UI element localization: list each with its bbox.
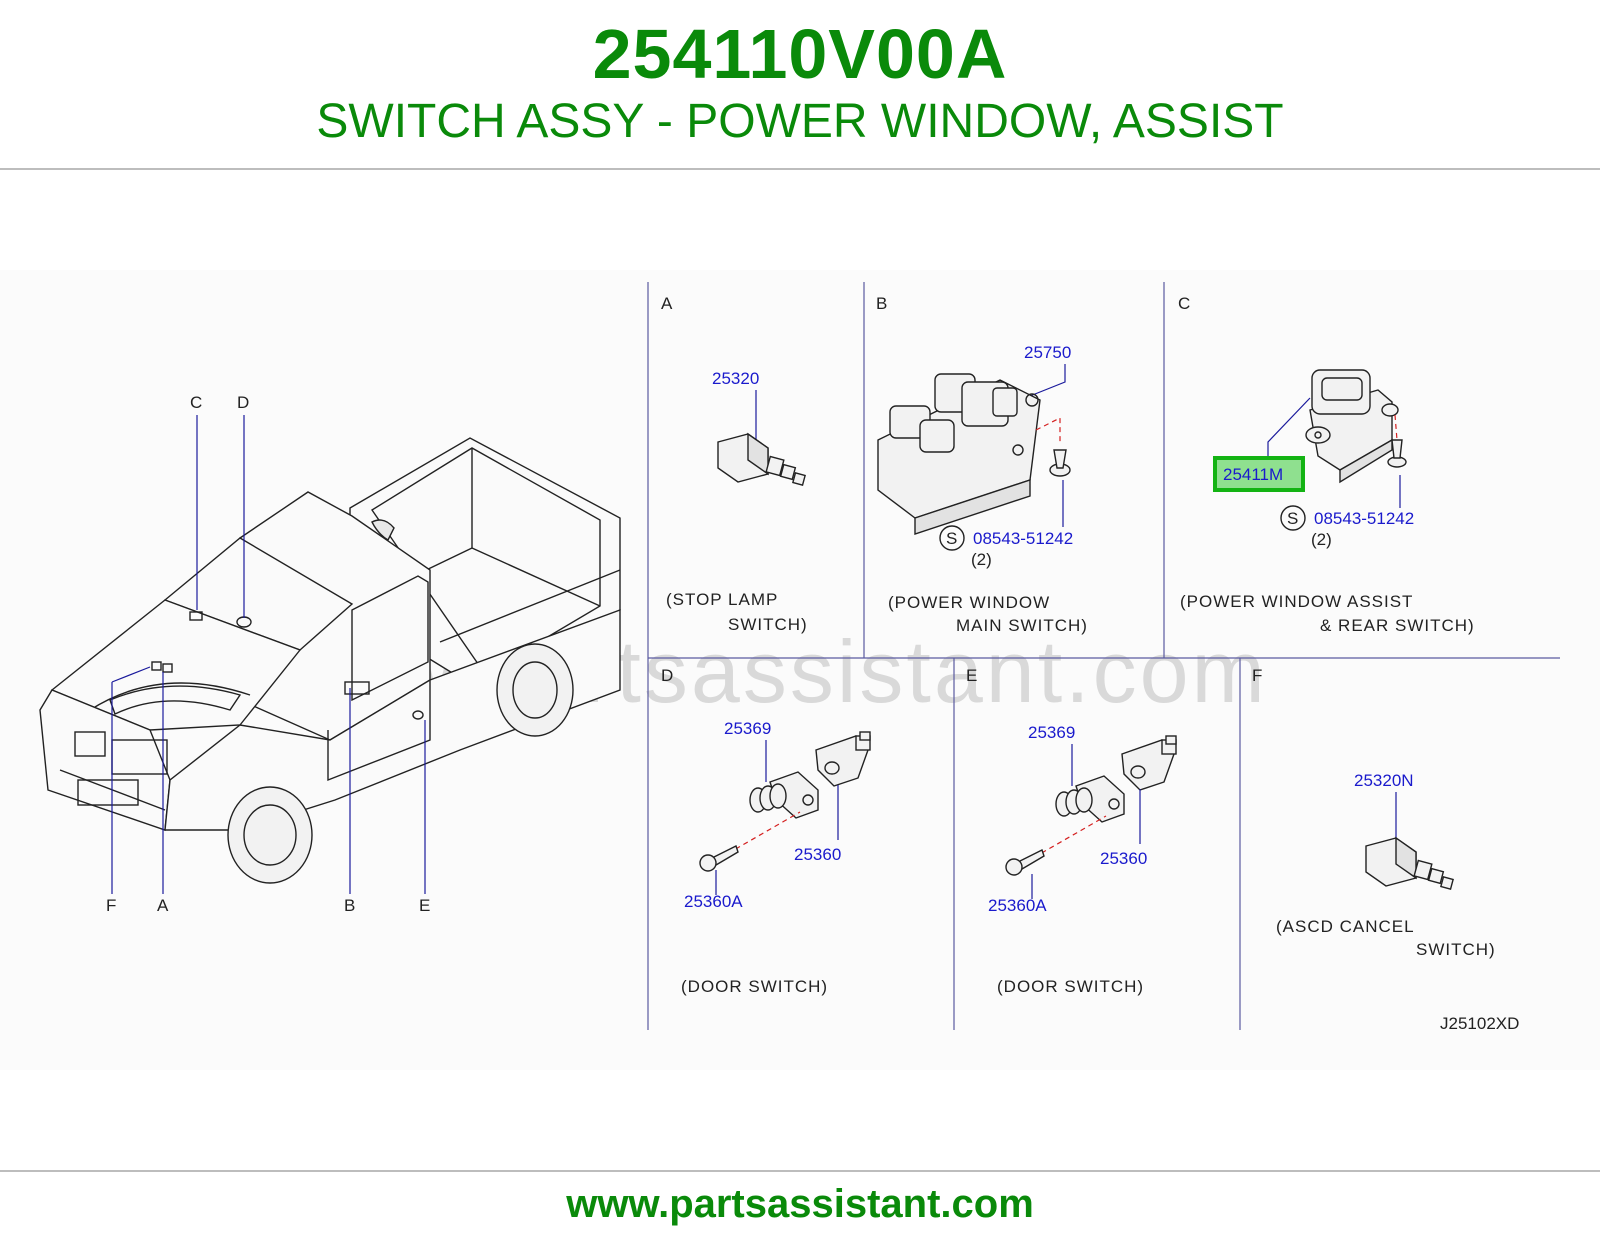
callout-c: C — [190, 393, 202, 412]
header-divider — [0, 168, 1600, 170]
diagram-canvas: www.partsassistant.com — [39, 282, 1560, 1033]
section-e-caption: (DOOR SWITCH) — [997, 977, 1144, 996]
screw-drawing-b — [1049, 449, 1071, 477]
part-number-08543-51242-b: 08543-51242 — [973, 529, 1073, 548]
section-a: A 25320 (STOP LAMP SWITCH) — [661, 294, 808, 634]
door-switch-drawing-d — [749, 731, 871, 819]
parts-diagram: www.partsassistant.com — [0, 270, 1600, 1070]
part-number-25360a-d: 25360A — [684, 892, 743, 911]
screw-drawing-c — [1387, 439, 1407, 468]
part-number-25750: 25750 — [1024, 343, 1071, 362]
section-a-caption-line1: (STOP LAMP — [666, 590, 778, 609]
quantity-c: (2) — [1311, 530, 1332, 549]
callout-e: E — [419, 896, 430, 915]
drawing-id: J25102XD — [1440, 1014, 1519, 1033]
section-b-label: B — [876, 294, 887, 313]
section-f: F 25320N (ASCD CANCEL SWITCH) — [1252, 666, 1496, 959]
part-number-25360a-e: 25360A — [988, 896, 1047, 915]
section-a-label: A — [661, 294, 673, 313]
section-e-label: E — [966, 666, 977, 685]
section-c-label: C — [1178, 294, 1190, 313]
part-number-25360-e: 25360 — [1100, 849, 1147, 868]
door-switch-drawing-e — [1055, 735, 1177, 823]
footer-website-link[interactable]: www.partsassistant.com — [566, 1182, 1034, 1226]
section-c-caption-line1: (POWER WINDOW ASSIST — [1180, 592, 1413, 611]
section-b: B 25750 S 08543-51242 (2) (POWER WINDOW … — [876, 294, 1088, 635]
section-a-caption-line2: SWITCH) — [728, 615, 808, 634]
section-e: E 25369 25360 25360A (DOOR SWITCH) — [966, 666, 1177, 996]
part-number-25320: 25320 — [712, 369, 759, 388]
part-number-08543-51242-c: 08543-51242 — [1314, 509, 1414, 528]
section-d: D 25369 25360 25360A (DOOR SWITCH) — [661, 666, 871, 996]
power-window-assist-switch-drawing — [1305, 369, 1399, 484]
callout-b: B — [344, 896, 355, 915]
section-f-label: F — [1252, 666, 1262, 685]
part-number-25369-e: 25369 — [1028, 723, 1075, 742]
callout-d: D — [237, 393, 249, 412]
callout-a: A — [157, 896, 169, 915]
screw-drawing-d — [699, 845, 739, 872]
section-c-caption-line2: & REAR SWITCH) — [1320, 616, 1475, 635]
section-b-caption-line1: (POWER WINDOW — [888, 593, 1050, 612]
highlight-box-25411m — [1213, 456, 1305, 492]
quantity-b: (2) — [971, 550, 992, 569]
section-d-caption: (DOOR SWITCH) — [681, 977, 828, 996]
screw-marker-c: S — [1287, 509, 1298, 528]
part-number-25411m: 25411M — [1223, 465, 1283, 484]
footer-divider — [0, 1170, 1600, 1172]
screw-marker-b: S — [946, 529, 957, 548]
part-description: SWITCH ASSY - POWER WINDOW, ASSIST — [316, 95, 1284, 148]
section-d-label: D — [661, 666, 673, 685]
part-number-25369-d: 25369 — [724, 719, 771, 738]
section-dividers — [647, 282, 1560, 1030]
section-c: C 25411M S 08543-51242 (2) (POWER WINDOW… — [1178, 294, 1475, 635]
screw-drawing-e — [1005, 849, 1045, 876]
part-number-title: 254110V00A — [592, 15, 1008, 93]
section-f-caption-line1: (ASCD CANCEL — [1276, 917, 1415, 936]
vehicle-callouts: C D F A B E — [106, 393, 430, 915]
callout-f: F — [106, 896, 116, 915]
ascd-cancel-switch-drawing — [1365, 836, 1454, 890]
power-window-main-switch-drawing — [877, 373, 1041, 535]
page-header: 254110V00A SWITCH ASSY - POWER WINDOW, A… — [0, 0, 1600, 170]
section-f-caption-line2: SWITCH) — [1416, 940, 1496, 959]
section-b-caption-line2: MAIN SWITCH) — [956, 616, 1088, 635]
stop-lamp-switch-drawing — [717, 432, 806, 486]
part-number-25320n: 25320N — [1354, 771, 1414, 790]
vehicle-illustration — [39, 437, 621, 884]
part-number-25360-d: 25360 — [794, 845, 841, 864]
